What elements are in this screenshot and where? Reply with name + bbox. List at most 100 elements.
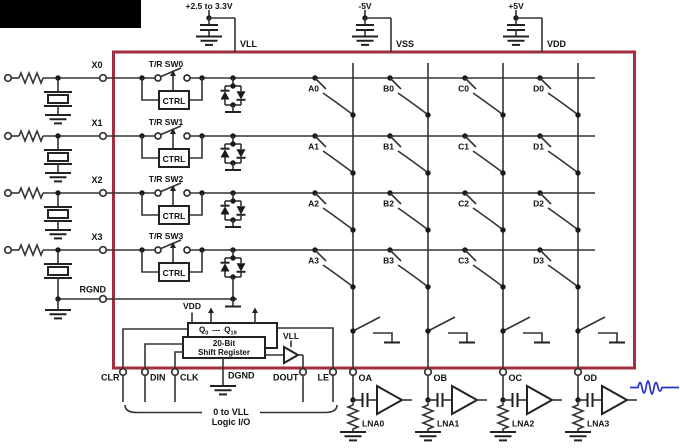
matrix-switch-label: B3	[383, 256, 394, 266]
matrix-switch-label: B2	[383, 199, 394, 209]
rgnd-pin	[98, 294, 108, 304]
matrix-switch-label: D3	[533, 256, 544, 266]
matrix-switch-label: A2	[308, 199, 319, 209]
logic-io-label-line1: 0 to VLL	[213, 407, 249, 417]
logic-io-brace	[124, 404, 338, 414]
matrix-switch-label: C2	[458, 199, 469, 209]
vll-pin-label: VLL	[240, 39, 258, 49]
power-rail-vll: +2.5 to 3.3V VLL	[185, 1, 258, 52]
clamp-switch-icon	[425, 317, 475, 343]
redacted-logo-block	[0, 0, 141, 28]
tr-switch-label: T/R SW1	[149, 117, 184, 127]
clamp-switch-icon	[575, 317, 625, 343]
le-pin-label: LE	[317, 373, 329, 383]
matrix-switch-label: D1	[533, 142, 544, 152]
output-pin-label: OA	[359, 373, 373, 383]
din-pin-label: DIN	[150, 373, 166, 383]
dout-pin	[298, 367, 308, 377]
input-pin-label: X0	[91, 60, 102, 70]
ob-pin	[423, 367, 433, 377]
channel-x2: X2 T/R SW2 CTRL A2 B2 C2 D2	[5, 174, 595, 240]
lna-amplifier-icon	[565, 386, 637, 440]
output-pin-label: OD	[584, 373, 598, 383]
matrix-columns	[350, 63, 625, 369]
latch-outputs-label: Q0---Q19	[199, 326, 237, 337]
clamp-switch-icon	[350, 317, 400, 343]
ctrl-block-label: CTRL	[163, 154, 186, 164]
matrix-switch-label: C0	[458, 84, 469, 94]
lna-label: LNA0	[362, 419, 384, 429]
matrix-switch-label: C1	[458, 142, 469, 152]
ctrl-block-label: CTRL	[163, 96, 186, 106]
matrix-switch-icon	[462, 190, 505, 232]
output-pin-label: OB	[434, 373, 448, 383]
rgnd-rail: RGND	[44, 284, 242, 320]
supply-voltage-label: +5V	[508, 1, 524, 11]
vss-pin-label: VSS	[396, 39, 414, 49]
matrix-switch-label: D2	[533, 199, 544, 209]
clr-pin	[118, 367, 128, 377]
matrix-switch-icon	[537, 190, 580, 232]
output-stage-oa: OA LNA0	[340, 367, 412, 441]
logic-block: Q0---Q19 20-Bit Shift Register VDD VLL C…	[101, 301, 338, 427]
matrix-switch-icon	[462, 247, 505, 289]
decoupling-cap-icon	[196, 10, 235, 52]
matrix-switch-icon	[312, 190, 355, 232]
logic-vll-label: VLL	[283, 331, 299, 341]
lna-amplifier-icon	[340, 386, 412, 440]
matrix-switch-icon	[387, 133, 430, 175]
lna-label: LNA2	[512, 419, 534, 429]
matrix-switch-icon	[462, 133, 505, 175]
matrix-switch-label: A0	[308, 84, 319, 94]
input-pin-label: X1	[91, 118, 102, 128]
matrix-switch-label: A1	[308, 142, 319, 152]
shift-register-box	[182, 336, 266, 359]
le-pin	[328, 367, 338, 377]
channel-x3: X3 T/R SW3 CTRL A3 B3 C3 D3	[5, 231, 595, 290]
input-pin-label: X3	[91, 232, 102, 242]
dout-pin-label: DOUT	[273, 373, 299, 383]
oa-pin	[348, 367, 358, 377]
lna-amplifier-icon	[415, 386, 487, 440]
vdd-pin-label: VDD	[547, 39, 567, 49]
channel-x1: X1 T/R SW1 CTRL A1 B1 C1 D1	[5, 117, 595, 183]
tr-switch-label: T/R SW2	[149, 174, 184, 184]
output-stage-od: OD LNA3	[565, 367, 637, 441]
ctrl-block-label: CTRL	[163, 268, 186, 278]
output-pin-label: OC	[509, 373, 523, 383]
lna-label: LNA3	[587, 419, 609, 429]
ground-icon	[44, 229, 72, 240]
matrix-switch-icon	[537, 133, 580, 175]
dgnd-pin-label: DGND	[228, 371, 255, 381]
din-pin	[140, 367, 150, 377]
channel-x0: X0 T/R SW0 CTRL A0 B0 C0 D0	[5, 59, 595, 125]
ctrl-block-label: CTRL	[163, 211, 186, 221]
matrix-switch-icon	[537, 247, 580, 289]
tr-switch-label: T/R SW0	[149, 59, 184, 69]
input-pin-label: X2	[91, 175, 102, 185]
logic-vdd-label: VDD	[183, 301, 201, 311]
shift-register-label-line2: Shift Register	[198, 348, 250, 357]
od-pin	[573, 367, 583, 377]
oc-pin	[498, 367, 508, 377]
matrix-switch-label: D0	[533, 84, 544, 94]
decoupling-cap-icon	[352, 10, 391, 52]
ground-icon	[44, 172, 72, 183]
matrix-switch-label: B0	[383, 84, 394, 94]
matrix-switch-label: C3	[458, 256, 469, 266]
matrix-switch-icon	[537, 75, 580, 117]
decoupling-cap-icon	[503, 10, 542, 52]
power-rail-vdd: +5V VDD	[503, 1, 567, 52]
matrix-switch-icon	[387, 190, 430, 232]
rgnd-label: RGND	[80, 285, 107, 295]
matrix-switch-icon	[387, 247, 430, 289]
ground-icon	[44, 114, 72, 125]
clk-pin	[170, 367, 180, 377]
supply-voltage-label: +2.5 to 3.3V	[185, 1, 232, 11]
clamp-switch-icon	[500, 317, 550, 343]
matrix-switch-icon	[312, 75, 355, 117]
matrix-switch-icon	[312, 247, 355, 289]
output-stage-oc: OC LNA2	[490, 367, 562, 441]
